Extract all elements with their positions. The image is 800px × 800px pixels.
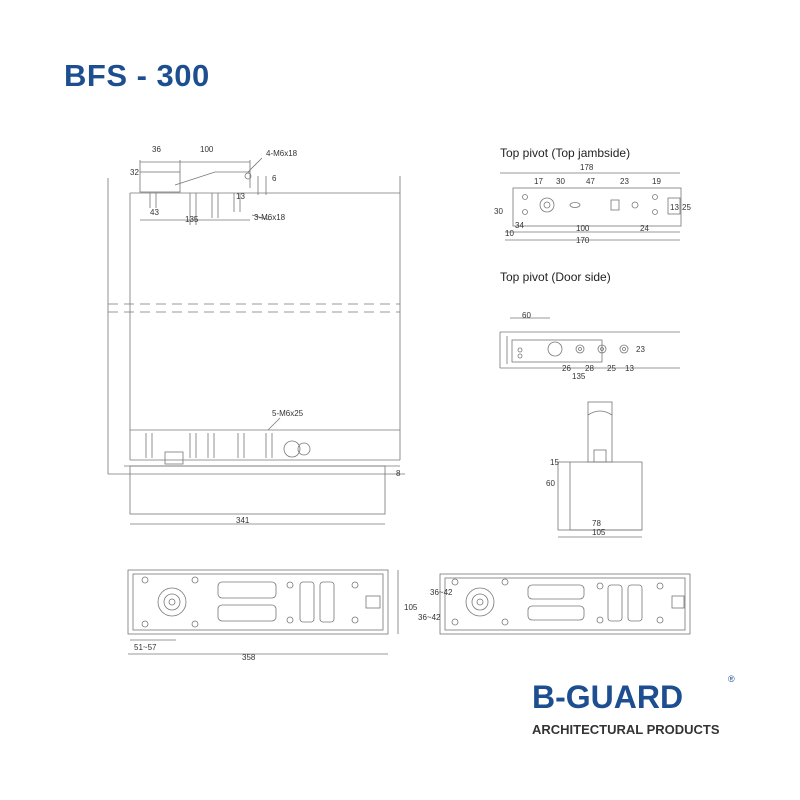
side-section [557, 401, 643, 538]
dim-5-m6x25: 5-M6x25 [272, 409, 304, 418]
dim-78: 78 [592, 519, 601, 528]
dim-10: 10 [505, 229, 514, 238]
dim-3-m6x18: 3-M6x18 [254, 213, 286, 222]
dim-36-42-b: 36~42 [430, 588, 453, 597]
jambside-pivot-plan [500, 172, 682, 241]
page-title: BFS - 300 [64, 58, 210, 93]
registered-mark: ® [728, 674, 735, 684]
dim-100-jamb: 100 [576, 224, 590, 233]
dim-4-m6x18: 4-M6x18 [266, 149, 298, 158]
jambside-label: Top pivot (Top jambside) [500, 146, 630, 160]
floor-spring-elevation [129, 417, 386, 525]
doorside-label: Top pivot (Door side) [500, 270, 611, 284]
dim-28: 28 [585, 364, 594, 373]
floor-spring-plan-left [127, 569, 399, 655]
dim-47: 47 [586, 177, 595, 186]
floor-spring-plan-right [439, 573, 691, 635]
dim-105-plan: 105 [404, 603, 418, 612]
dim-170: 170 [576, 236, 590, 245]
dim-100: 100 [200, 145, 214, 154]
dim-24: 24 [640, 224, 649, 233]
dim-32: 32 [130, 168, 139, 177]
dim-36-42-a: 36~42 [418, 613, 441, 622]
dim-13-door: 13 [625, 364, 634, 373]
dim-178: 178 [580, 163, 594, 172]
dim-105-section: 105 [592, 528, 606, 537]
doorside-pivot-plan [499, 317, 680, 369]
brand-tagline: ARCHITECTURAL PRODUCTS [532, 722, 720, 737]
dim-25: 25 [682, 203, 691, 212]
dim-135-door: 135 [572, 372, 586, 381]
dim-19: 19 [652, 177, 661, 186]
dim-358: 358 [242, 653, 256, 662]
brand-name: B-GUARD [532, 679, 683, 715]
dim-13-jamb: 13 [670, 203, 679, 212]
dim-26: 26 [562, 364, 571, 373]
dim-15: 15 [550, 458, 559, 467]
dim-60-section: 60 [546, 479, 555, 488]
dim-43: 43 [150, 208, 159, 217]
dim-25-door: 25 [607, 364, 616, 373]
dim-135: 135 [185, 215, 199, 224]
dim-60-door: 60 [522, 311, 531, 320]
dim-23: 23 [620, 177, 629, 186]
dim-17: 17 [534, 177, 543, 186]
top-pivot-assembly [139, 157, 271, 225]
dim-6: 6 [272, 174, 277, 183]
dim-30: 30 [556, 177, 565, 186]
dim-30-vertical: 30 [494, 207, 503, 216]
dim-23-door: 23 [636, 345, 645, 354]
dim-34: 34 [515, 221, 524, 230]
dim-341: 341 [236, 516, 250, 525]
dim-13: 13 [236, 192, 245, 201]
dim-36: 36 [152, 145, 161, 154]
dim-8: 8 [396, 469, 401, 478]
dim-51-57: 51~57 [134, 643, 157, 652]
